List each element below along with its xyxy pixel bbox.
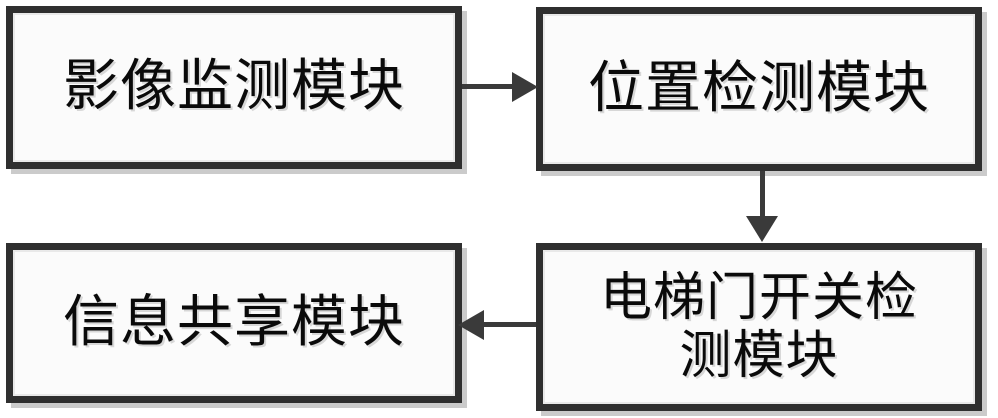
node-door-detect-label: 电梯门开关检 测模块 (599, 267, 918, 386)
node-position-detect[interactable]: 位置检测模块 (536, 7, 982, 171)
node-info-share-inner: 信息共享模块 (13, 250, 455, 396)
node-position-detect-label: 位置检测模块 (588, 55, 930, 121)
connector-line (472, 322, 536, 327)
node-door-detect[interactable]: 电梯门开关检 测模块 (536, 243, 982, 411)
node-door-detect-inner: 电梯门开关检 测模块 (543, 250, 975, 404)
node-position-detect-inner: 位置检测模块 (543, 14, 975, 164)
connector-line (760, 171, 765, 223)
node-image-monitor-inner: 影像监测模块 (13, 13, 455, 162)
connector-line (462, 84, 520, 89)
node-image-monitor[interactable]: 影像监测模块 (6, 6, 462, 169)
arrow-left-icon (458, 310, 484, 340)
arrow-down-icon (746, 216, 778, 242)
node-info-share[interactable]: 信息共享模块 (6, 243, 462, 403)
arrow-right-icon (512, 72, 538, 102)
node-image-monitor-label: 影像监测模块 (63, 54, 405, 120)
node-info-share-label: 信息共享模块 (63, 289, 405, 355)
